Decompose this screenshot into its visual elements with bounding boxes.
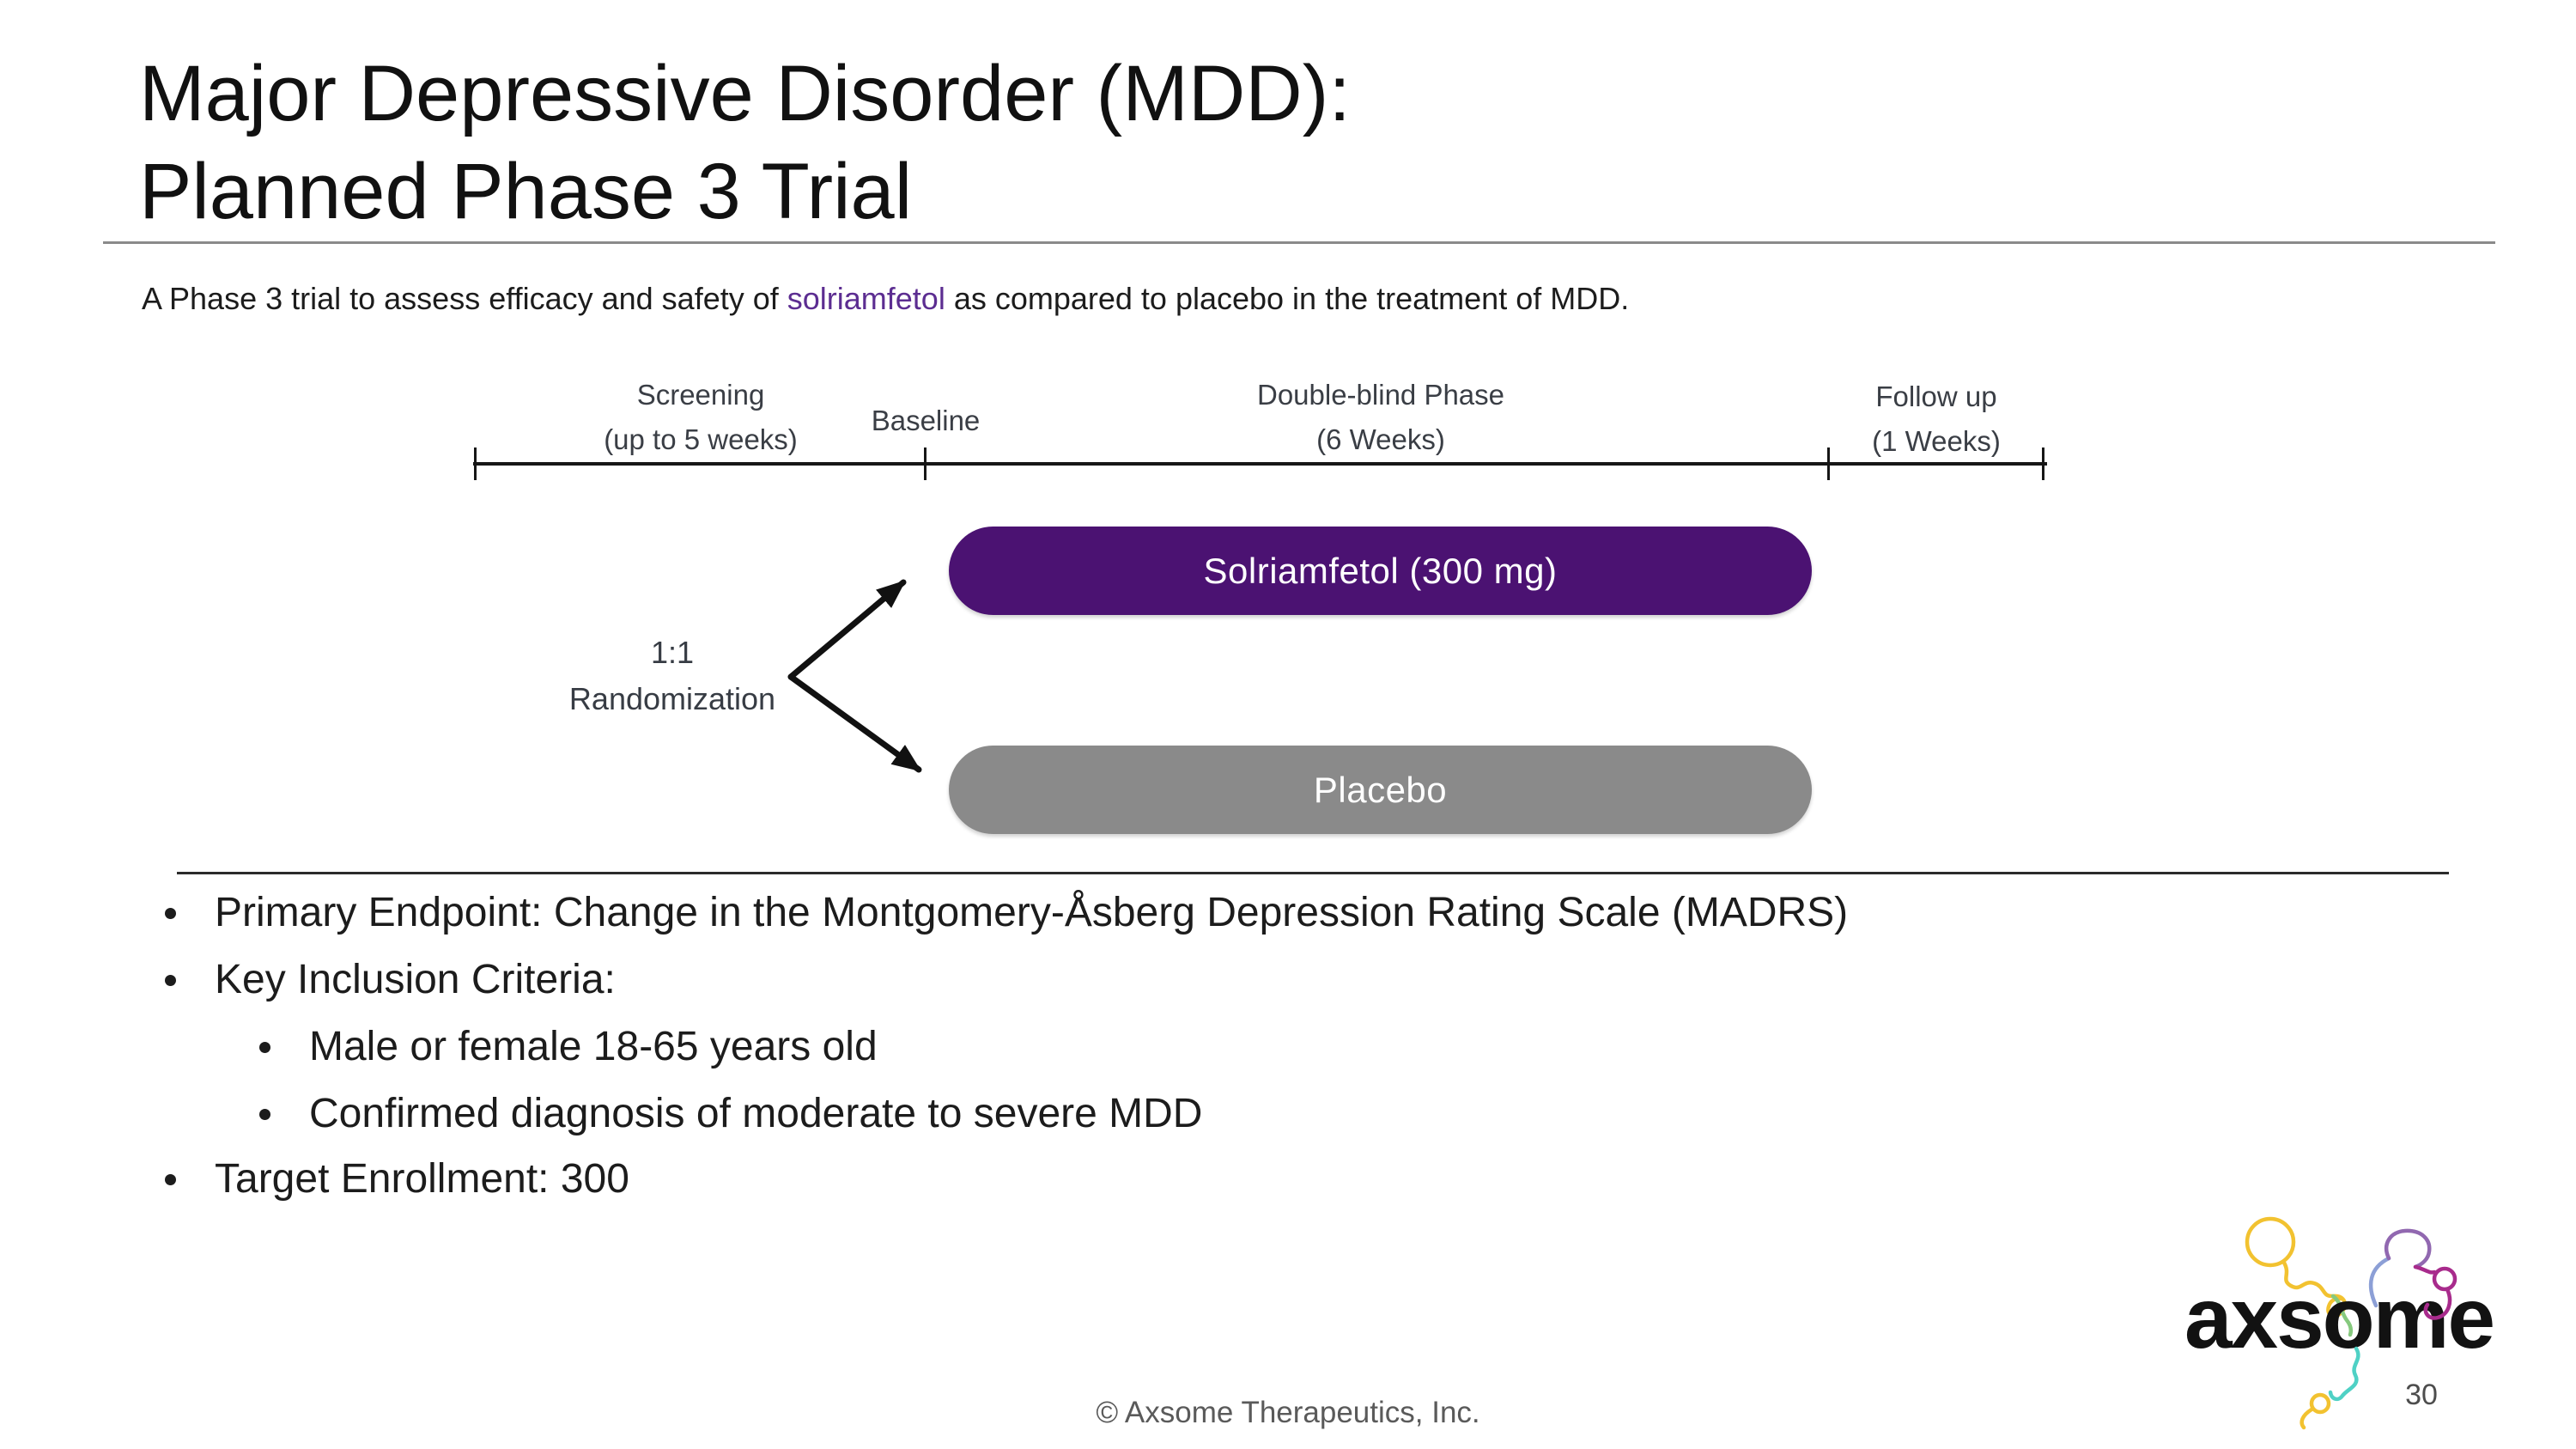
axsome-logo: axsome [2184,1216,2495,1430]
phase-double-blind-line2: (6 Weeks) [1316,423,1445,455]
phase-screening-line2: (up to 5 weeks) [604,423,798,455]
arm-placebo-label: Placebo [1313,769,1448,810]
phase-label-screening: Screening (up to 5 weeks) [604,373,798,462]
footer-copyright: © Axsome Therapeutics, Inc. [1096,1396,1480,1429]
molecule-graphic-front-icon [2300,1287,2452,1430]
phase-label-double-blind: Double-blind Phase (6 Weeks) [1257,373,1504,462]
timeline-axis [473,462,2047,466]
axsome-wordmark: axsome [2184,1270,2494,1367]
timeline-tick-double-blind-end [1827,447,1830,480]
arm-solriamfetol-pill: Solriamfetol (300 mg) [949,527,1812,615]
bullet-text: Confirmed diagnosis of moderate to sever… [309,1091,1203,1136]
phase-follow-up-line1: Follow up [1875,381,1997,412]
subtitle-post: as compared to placebo in the treatment … [945,281,1630,316]
phase-baseline-line1: Baseline [871,405,981,436]
subtitle-pre: A Phase 3 trial to assess efficacy and s… [142,281,787,316]
arrow-to-placebo-arm-icon [787,673,922,773]
slide-title-line1: Major Depressive Disorder (MDD): [139,50,1351,137]
phase-label-follow-up: Follow up (1 Weeks) [1872,374,2001,464]
arrow-to-solriamfetol-arm-icon [787,579,907,680]
bullet-dot [165,975,176,986]
timeline-tick-start [474,447,477,480]
randomization-ratio: 1:1 [650,635,695,670]
phase-follow-up-line2: (1 Weeks) [1872,425,2001,457]
bullet-text: Key Inclusion Criteria: [215,957,616,1002]
bullet-dot [165,908,176,919]
timeline-tick-end [2042,447,2044,480]
bullet-dot [165,1174,176,1185]
slide-title: Major Depressive Disorder (MDD): Planned… [139,45,1351,240]
randomization-label: 1:1 Randomization [569,630,775,722]
molecule-graphic-back-icon [2245,1216,2458,1337]
slide-title-line2: Planned Phase 3 Trial [139,148,913,235]
phase-label-baseline: Baseline [872,399,981,443]
arm-placebo-pill: Placebo [949,746,1812,834]
randomization-word: Randomization [568,681,776,716]
arm-solriamfetol-label: Solriamfetol (300 mg) [1203,550,1558,591]
phase-screening-line1: Screening [636,379,765,411]
bullet-dot [259,1109,270,1120]
bullet-text: Target Enrollment: 300 [215,1156,629,1202]
bullet-text: Male or female 18-65 years old [309,1024,878,1069]
title-divider-line [103,241,2495,244]
bullets-divider-line [177,872,2449,874]
bullet-text: Primary Endpoint: Change in the Montgome… [215,890,1849,935]
phase-double-blind-line1: Double-blind Phase [1256,379,1505,411]
subtitle: A Phase 3 trial to assess efficacy and s… [142,280,1629,318]
page-number: 30 [2405,1379,2438,1411]
subtitle-highlight-solriamfetol: solriamfetol [787,281,945,316]
bullet-dot [259,1042,270,1053]
timeline-tick-baseline [924,447,927,480]
